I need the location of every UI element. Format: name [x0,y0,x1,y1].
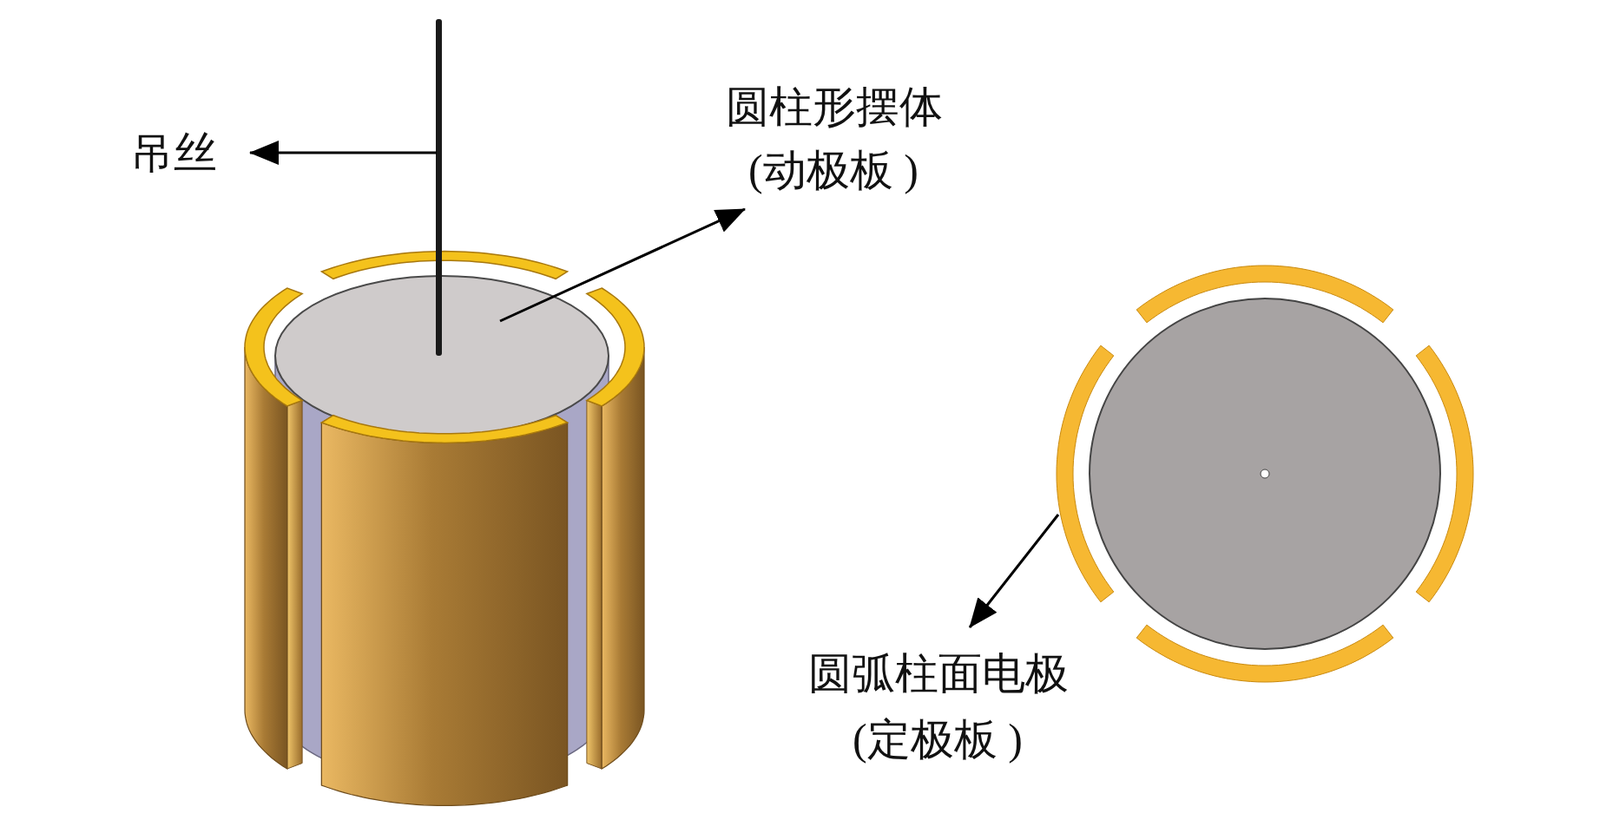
leader-line [250,151,437,155]
part-label: 圆弧柱面电极 [808,650,1069,698]
electrode-edge [586,401,602,771]
leader-line [500,209,745,322]
wire-point [1260,469,1270,479]
electrode-rim [586,288,645,407]
part-label: (动极板 ) [748,146,919,195]
part-label: 吊丝 [130,129,218,178]
arc-electrode [601,347,645,770]
part-label: (定极板 ) [852,716,1023,764]
electrode-rim [321,415,567,444]
electrode-rim [321,251,567,280]
arc-electrode [244,347,288,770]
arc-electrode [321,422,567,806]
leader-lines [250,152,1059,628]
leader-line [969,514,1059,628]
pendulum-3d-view [244,19,645,806]
pendulum-disk [1089,298,1441,650]
electrode-rim [244,288,303,407]
suspension-wire [435,19,442,356]
pendulum-top-view [1056,265,1474,683]
electrode-edge [287,401,303,771]
part-label: 圆柱形摆体 [725,83,943,132]
